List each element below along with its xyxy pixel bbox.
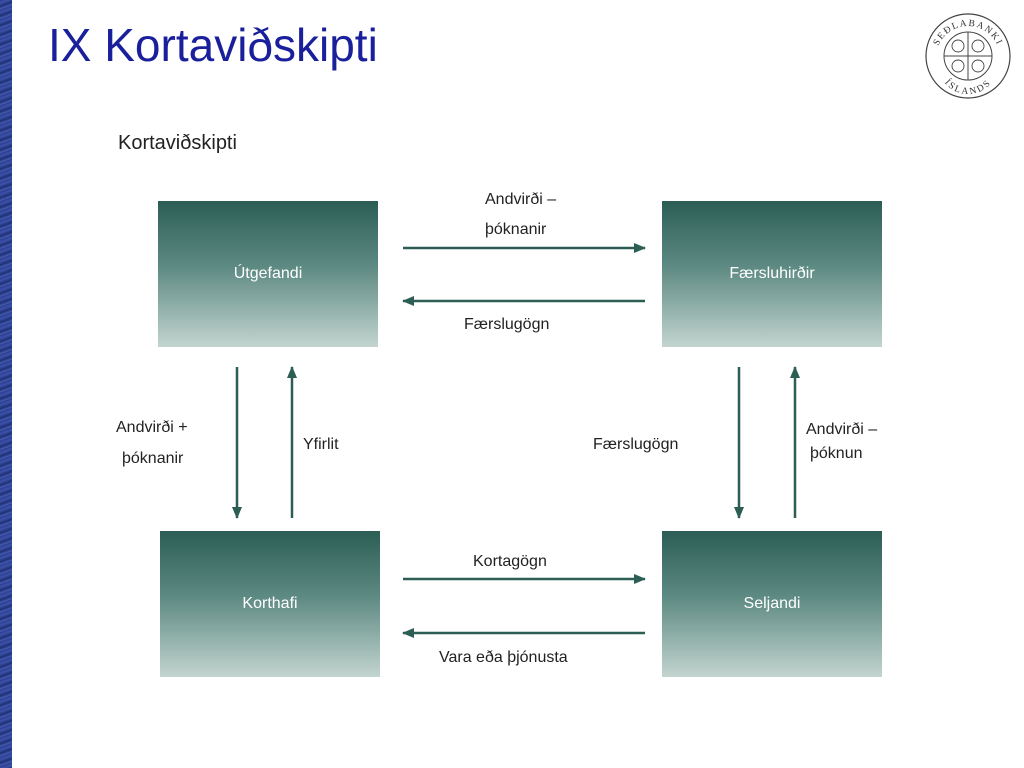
left-decorative-border <box>0 0 12 768</box>
box-utgefandi-label: Útgefandi <box>233 265 303 282</box>
box-faersluhirdir-label: Færsluhirðir <box>729 265 815 282</box>
label-top-arrow-line2: þóknanir <box>485 221 547 238</box>
slide-title: IX Kortaviðskipti <box>48 19 378 71</box>
label-bottom-forward: Kortagögn <box>473 553 547 570</box>
box-utgefandi: Útgefandi <box>158 201 378 347</box>
label-right-down: Færslugögn <box>593 436 679 453</box>
diagram-title: Kortaviðskipti <box>118 132 237 154</box>
box-seljandi-label: Seljandi <box>743 595 801 612</box>
label-right-up-line2: þóknun <box>810 445 863 462</box>
label-top-arrow-line1: Andvirði – <box>485 191 557 208</box>
label-left-up: Yfirlit <box>303 436 339 453</box>
label-bottom-back: Vara eða þjónusta <box>439 649 568 666</box>
box-seljandi: Seljandi <box>662 531 882 677</box>
label-left-down-line1: Andvirði + <box>116 419 188 436</box>
label-right-up-line1: Andvirði – <box>806 421 878 438</box>
box-faersluhirdir: Færsluhirðir <box>662 201 882 347</box>
label-top-back-arrow: Færslugögn <box>464 316 550 333</box>
box-korthafi-label: Korthafi <box>242 595 298 612</box>
label-left-down-line2: þóknanir <box>122 450 184 467</box>
sedlabanki-seal-icon: SEÐLABANKI ÍSLANDS <box>924 12 1012 100</box>
box-korthafi: Korthafi <box>160 531 380 677</box>
